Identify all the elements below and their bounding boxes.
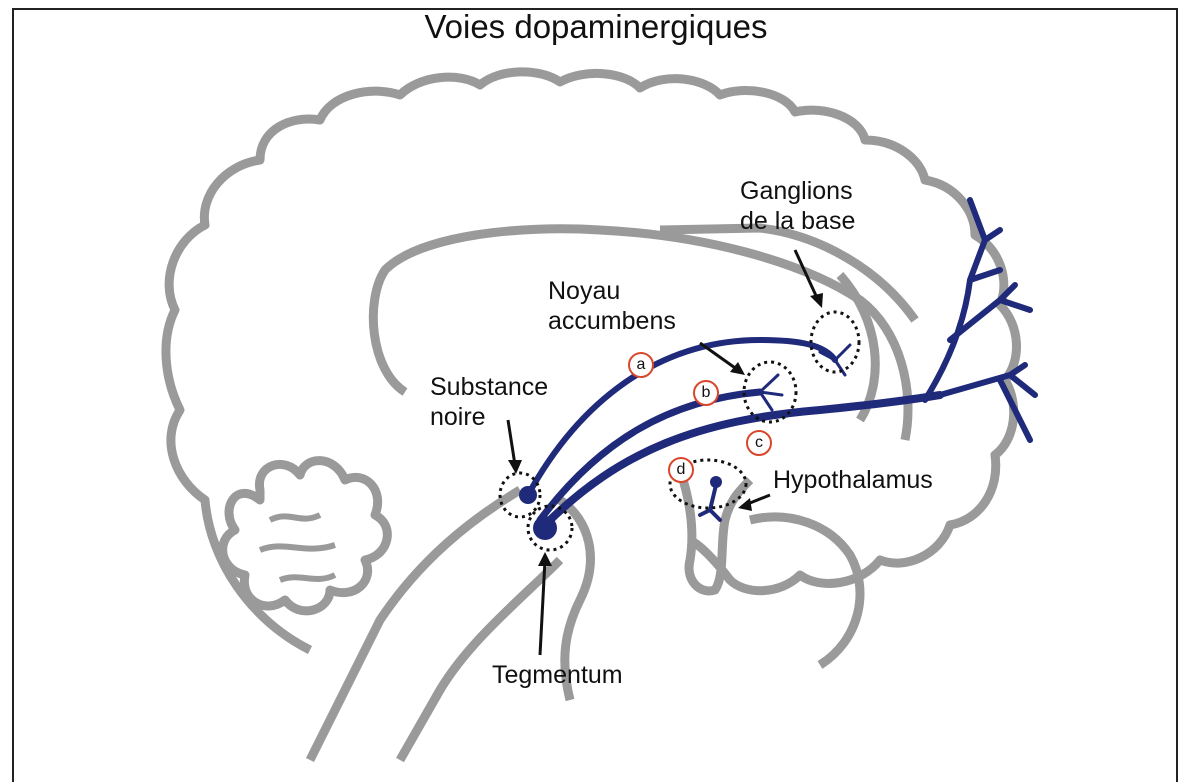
pathway-b-terminal xyxy=(760,375,782,410)
marker-a: a xyxy=(628,352,654,378)
arrowhead-hypothalamus xyxy=(738,498,752,511)
label-hypothalamus: Hypothalamus xyxy=(773,465,933,495)
pathway-c-frontal xyxy=(940,365,1035,440)
fornix xyxy=(840,275,875,420)
marker-b: b xyxy=(693,380,719,406)
cerebellum-folds xyxy=(260,515,335,580)
arrowhead-ganglions xyxy=(810,293,823,308)
cerebellum xyxy=(223,461,388,611)
marker-c: c xyxy=(746,430,772,456)
marker-d: d xyxy=(668,457,694,483)
soma-substance-noire xyxy=(519,486,537,504)
soma-hypothalamus xyxy=(710,476,722,488)
label-ganglions: Ganglions de la base xyxy=(740,176,855,236)
label-noyau-accumbens: Noyau accumbens xyxy=(548,276,676,336)
arrowhead-tegmentum xyxy=(538,552,552,566)
pathway-d xyxy=(700,485,720,520)
arrowhead-accumbens xyxy=(730,362,745,375)
arrow-accumbens xyxy=(700,343,738,370)
label-tegmentum: Tegmentum xyxy=(492,660,623,690)
soma-tegmentum xyxy=(533,516,557,540)
label-substance-noire: Substance noire xyxy=(430,372,548,432)
